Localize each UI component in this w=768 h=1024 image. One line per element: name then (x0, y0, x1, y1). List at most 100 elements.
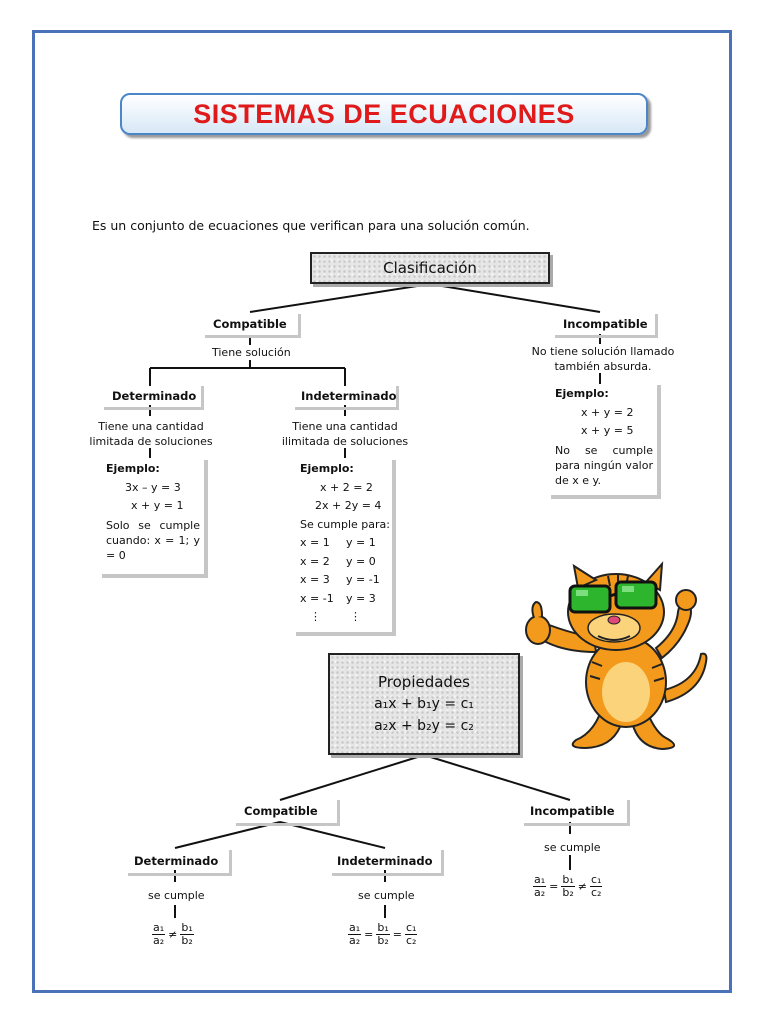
denominator: a₂ (534, 886, 546, 899)
numerator: c₁ (590, 873, 603, 887)
propiedades-box: Propiedades a₁x + b₁y = c₁ a₂x + b₂y = c… (328, 653, 520, 755)
compatible-bracket: Compatible (205, 314, 301, 338)
propiedades-label: Propiedades (378, 673, 470, 691)
denominator: b₂ (181, 934, 193, 947)
line-prop-incompatible (423, 754, 571, 801)
solution-pair: x = 2 y = 0 (296, 553, 392, 572)
prop-indeterminado-label: Indeterminado (337, 854, 433, 868)
denominator: c₂ (591, 886, 602, 899)
numerator: b₁ (180, 921, 194, 935)
prop-incompatible-cond: se cumple (544, 841, 601, 854)
indeterminado-bracket: Indeterminado (295, 386, 399, 410)
determinado-ejemplo-label: Ejemplo: (106, 462, 160, 475)
page-frame (32, 30, 732, 993)
incompatible-note: No se cumple para ningún valor de x e y. (555, 443, 653, 487)
not-equal-sign: ≠ (168, 928, 178, 941)
indeterminado-label: Indeterminado (301, 389, 397, 403)
numerator: a₁ (533, 873, 547, 887)
numerator: b₁ (561, 873, 575, 887)
equals-sign: = (392, 928, 402, 941)
indeterminado-eq1: x + 2 = 2 (320, 480, 373, 494)
numerator: c₁ (405, 921, 418, 935)
incompatible-ejemplo-label: Ejemplo: (555, 387, 609, 400)
determinado-example-card: Ejemplo: 3x – y = 3 x + y = 1 Solo se cu… (102, 460, 208, 578)
prop-determinado-bracket: Determinado (128, 850, 232, 876)
equals-sign: = (364, 928, 374, 941)
determinado-eq1: 3x – y = 3 (125, 480, 181, 494)
denominator: b₂ (377, 934, 389, 947)
equals-sign: = (549, 880, 559, 893)
incompatible-eq1: x + y = 2 (581, 405, 634, 419)
determinado-eq2: x + y = 1 (131, 499, 184, 512)
incompatible-eq2: x + y = 5 (581, 424, 634, 437)
prop-incompatible-label: Incompatible (530, 804, 615, 818)
pair-x: x = -1 (300, 591, 334, 605)
compatible-desc: Tiene solución (212, 346, 291, 359)
prop-determinado-label: Determinado (134, 854, 219, 868)
pair-x: ⋮ (310, 610, 321, 623)
indeterminado-desc: Tiene una cantidad ilimitada de solucion… (281, 420, 409, 448)
incompatible-example-card: Ejemplo: x + y = 2 x + y = 5 No se cumpl… (551, 385, 661, 499)
numerator: b₁ (376, 921, 390, 935)
incompatible-desc: No tiene solución llamado también absurd… (531, 345, 675, 373)
indeterminado-eq2: 2x + 2y = 4 (315, 499, 382, 512)
prop-incompatible-bracket: Incompatible (524, 800, 630, 826)
incompatible-bracket: Incompatible (555, 314, 658, 338)
prop-indeterminado-cond: se cumple (358, 889, 415, 902)
line-prop-compatible (279, 754, 425, 801)
pair-x: x = 3 (300, 573, 330, 586)
indeterminado-example-card: Ejemplo: x + 2 = 2 2x + 2y = 4 Se cumple… (296, 460, 396, 636)
denominator: b₂ (562, 886, 574, 899)
pair-y: y = 3 (346, 591, 376, 605)
solution-pair: x = -1 y = 3 (296, 590, 392, 609)
prop-compatible-bracket: Compatible (236, 800, 340, 826)
indeterminado-ejemplo-label: Ejemplo: (300, 462, 354, 475)
propiedades-eq2: a₂x + b₂y = c₂ (374, 718, 474, 734)
pair-y: y = 1 (346, 536, 376, 549)
intro-text: Es un conjunto de ecuaciones que verific… (92, 218, 530, 233)
denominator: a₂ (153, 934, 165, 947)
page-title: SISTEMAS DE ECUACIONES (193, 98, 575, 129)
garfield-illustration (525, 561, 708, 751)
pair-x: x = 1 (300, 536, 330, 549)
clasificacion-box: Clasificación (310, 252, 550, 284)
solution-pair: x = 3 y = -1 (296, 571, 392, 590)
pair-y: y = -1 (346, 573, 380, 586)
title-banner: SISTEMAS DE ECUACIONES (120, 93, 648, 135)
solution-pair: x = 1 y = 1 (296, 534, 392, 553)
solution-pair: ⋮⋮ (296, 608, 392, 627)
prop-indeterminado-bracket: Indeterminado (332, 850, 444, 876)
prop-compatible-label: Compatible (244, 804, 318, 818)
numerator: a₁ (348, 921, 362, 935)
pair-x: x = 2 (300, 554, 330, 568)
determinado-label: Determinado (112, 389, 197, 403)
numerator: a₁ (152, 921, 166, 935)
determinado-desc: Tiene una cantidad limitada de solucione… (89, 420, 213, 448)
pair-y: y = 0 (346, 554, 376, 568)
denominator: a₂ (349, 934, 361, 947)
determinado-note: Solo se cumple cuando: x = 1; y = 0 (106, 518, 200, 562)
pair-y: ⋮ (350, 610, 361, 623)
prop-determinado-cond: se cumple (148, 889, 205, 902)
denominator: c₂ (406, 934, 417, 947)
indeterminado-note: Se cumple para: (300, 517, 390, 531)
line-clasif-incompatible (429, 283, 601, 313)
compatible-label: Compatible (213, 317, 287, 331)
determinado-bracket: Determinado (104, 386, 204, 410)
not-equal-sign: ≠ (577, 880, 587, 893)
incompatible-label: Incompatible (563, 317, 648, 331)
line-clasif-compatible (249, 283, 431, 313)
propiedades-eq1: a₁x + b₁y = c₁ (374, 696, 474, 712)
clasificacion-label: Clasificación (383, 259, 477, 277)
